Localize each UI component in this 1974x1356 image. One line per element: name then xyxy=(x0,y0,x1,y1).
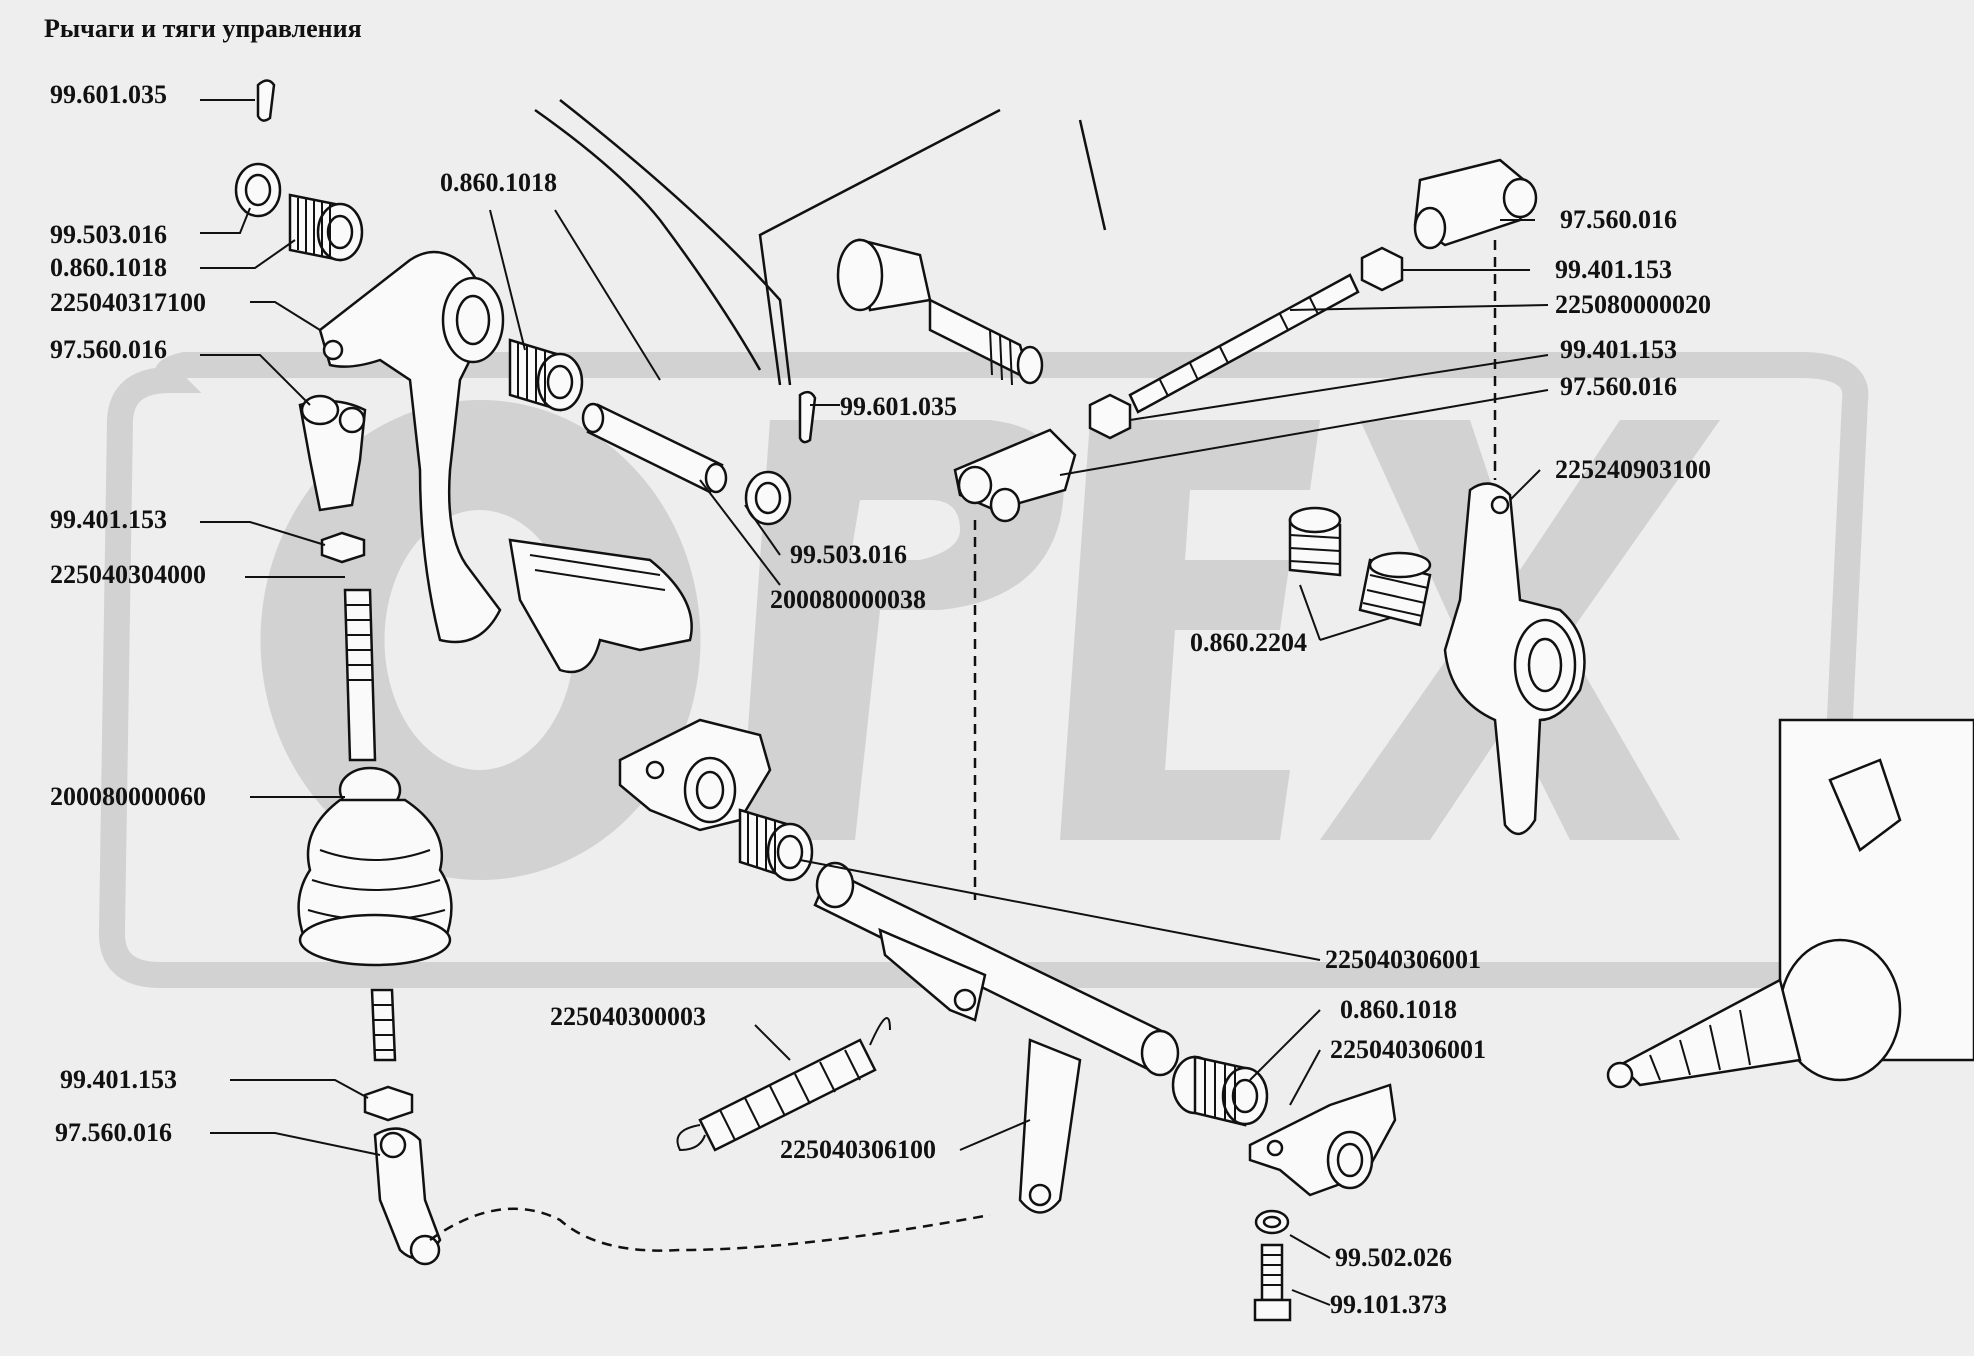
fork-top-right xyxy=(1413,158,1538,250)
part-label: 99.401.153 xyxy=(1560,335,1677,364)
part-label: 99.401.153 xyxy=(50,505,167,534)
part-label: 97.560.016 xyxy=(1560,372,1677,401)
lower-shaft-assembly xyxy=(813,861,1180,1214)
return-spring xyxy=(676,1017,891,1152)
nut-top-right xyxy=(1360,246,1404,292)
part-label: 225040304000 xyxy=(50,560,206,589)
part-label: 225040306001 xyxy=(1325,945,1481,974)
bushing-lower-center xyxy=(738,808,814,882)
spring-washer xyxy=(1254,1209,1290,1235)
part-label: 225040306100 xyxy=(780,1135,936,1164)
page-title: Рычаги и тяги управления xyxy=(44,14,362,43)
part-label: 0.860.1018 xyxy=(50,253,167,282)
cab-body-outline xyxy=(534,99,1107,386)
threaded-rod-left-lower xyxy=(370,988,397,1062)
bracket-lower-right xyxy=(1248,1083,1397,1197)
part-label: 225240903100 xyxy=(1555,455,1711,484)
leader-lines xyxy=(200,99,1549,1306)
fork-left-lower xyxy=(373,1127,442,1266)
body-shaft xyxy=(836,238,1044,386)
part-label: 99.503.016 xyxy=(790,540,907,569)
nut-left-upper xyxy=(320,531,366,564)
part-label: 99.101.373 xyxy=(1330,1290,1447,1319)
part-label: 225080000020 xyxy=(1555,290,1711,319)
part-label: 225040300003 xyxy=(550,1002,706,1031)
part-label: 225040317100 xyxy=(50,288,206,317)
fork-center xyxy=(953,428,1077,523)
bolt xyxy=(1253,1243,1292,1322)
part-label: 99.601.035 xyxy=(840,392,957,421)
vertical-lever-right xyxy=(1443,482,1586,835)
threaded-rod-right xyxy=(1128,273,1360,414)
threaded-rod-left xyxy=(343,588,377,762)
axle-pin xyxy=(581,402,728,494)
gearbox-detail xyxy=(1606,718,1974,1089)
part-label: 97.560.016 xyxy=(1560,205,1677,234)
part-label: 99.401.153 xyxy=(1555,255,1672,284)
bushing-right-a xyxy=(1288,506,1342,577)
cotter-pin-top-left xyxy=(256,79,276,122)
boot-left xyxy=(297,766,453,967)
part-label: 0.860.2204 xyxy=(1190,628,1307,657)
part-label: 99.601.035 xyxy=(50,80,167,109)
bushing-center xyxy=(508,338,584,412)
bushing-lower-right xyxy=(1171,1055,1269,1127)
part-label: 200080000060 xyxy=(50,782,206,811)
part-label: 200080000038 xyxy=(770,585,926,614)
nut-center-right xyxy=(1088,393,1132,440)
part-label: 0.860.1018 xyxy=(440,168,557,197)
part-label: 97.560.016 xyxy=(50,335,167,364)
part-label: 99.401.153 xyxy=(60,1065,177,1094)
pedal-lever xyxy=(318,250,505,644)
fork-left-upper xyxy=(298,394,367,512)
washer-top-left xyxy=(234,162,282,218)
bushing-right-b xyxy=(1358,551,1432,627)
assembly-dashed-lines xyxy=(429,240,1497,1252)
nut-left-lower xyxy=(363,1085,414,1122)
part-label: 0.860.1018 xyxy=(1340,995,1457,1024)
pedal-pad xyxy=(508,538,693,674)
part-label: 99.502.026 xyxy=(1335,1243,1452,1272)
bracket-center xyxy=(618,718,772,832)
part-label: 97.560.016 xyxy=(55,1118,172,1147)
part-label: 225040306001 xyxy=(1330,1035,1486,1064)
washer-center xyxy=(744,470,792,526)
bushing-top-left xyxy=(288,193,364,262)
part-label: 99.503.016 xyxy=(50,220,167,249)
